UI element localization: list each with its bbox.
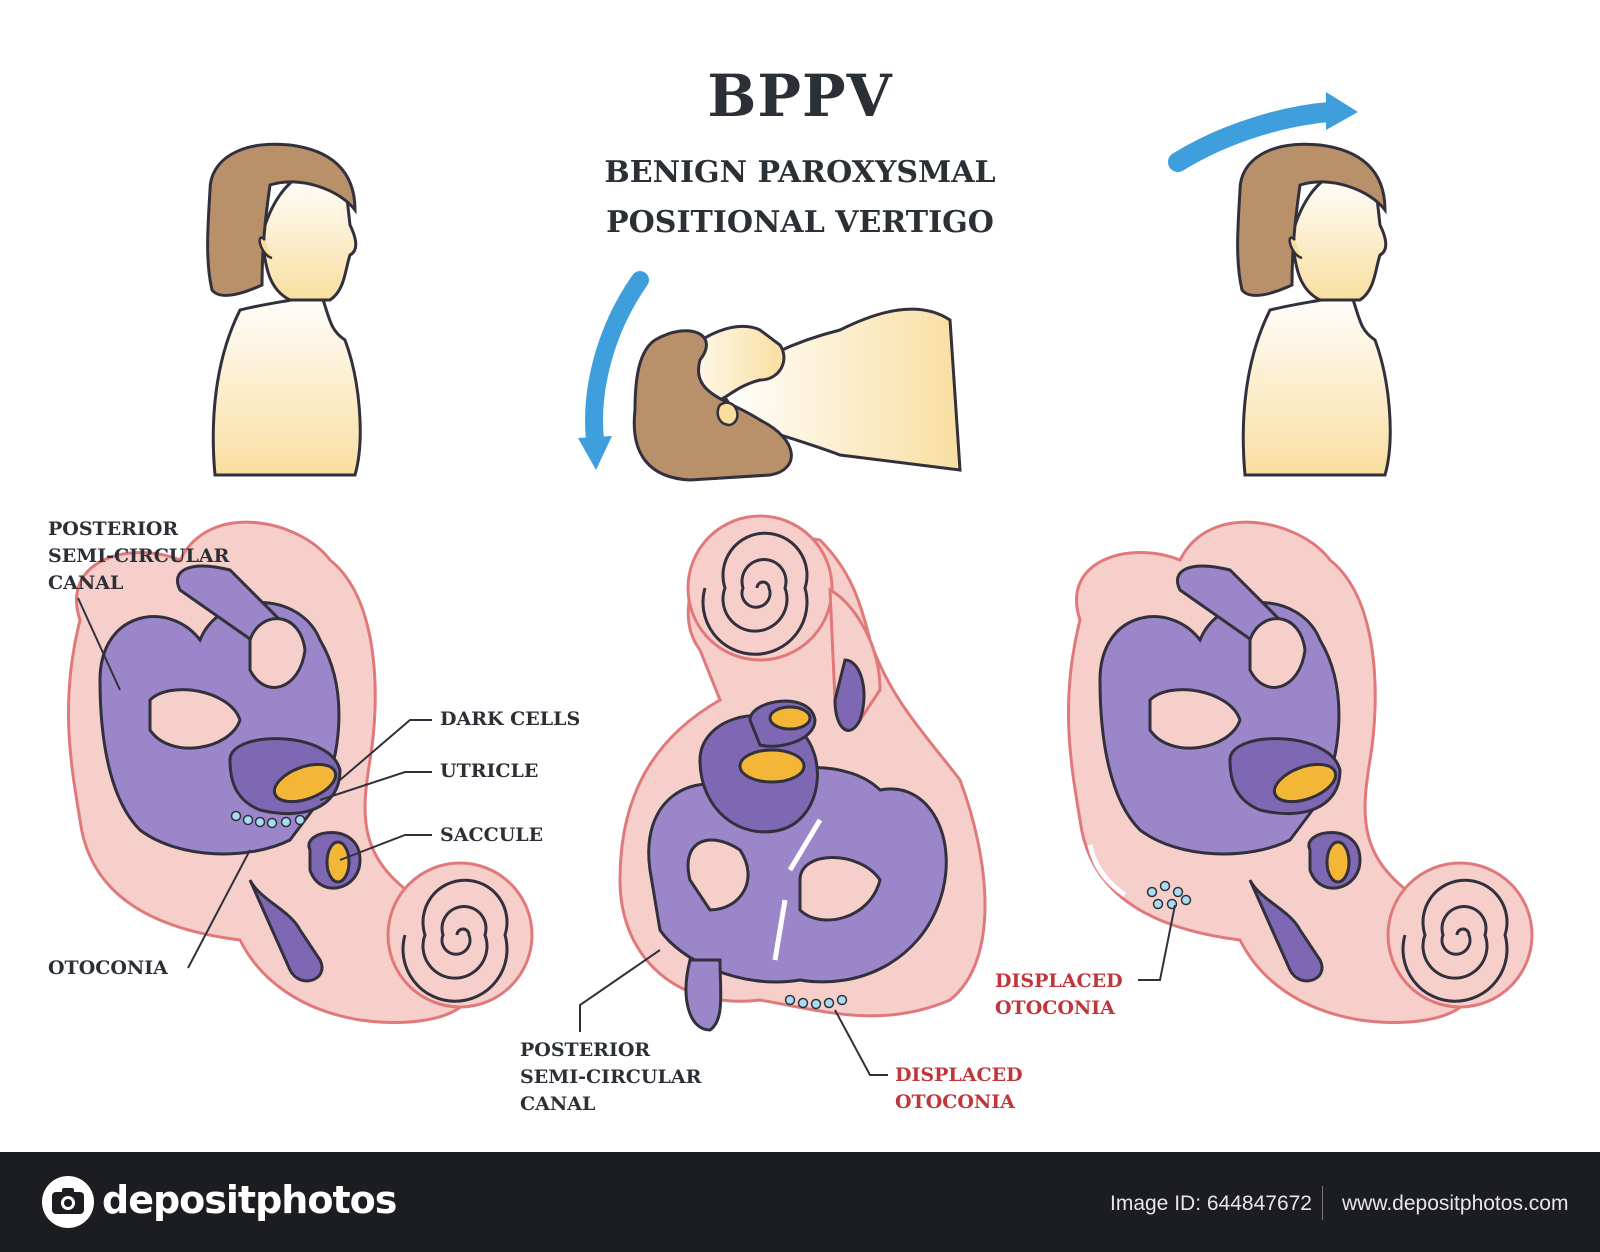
inner-ear-center [618, 514, 987, 1032]
label-posterior-canal-left: POSTERIOR SEMI-CIRCULAR CANAL [48, 518, 230, 594]
brand-name: depositphotos [102, 1178, 397, 1222]
image-id: Image ID: 644847672 [1110, 1192, 1312, 1215]
label-dark-cells: DARK CELLS [440, 708, 581, 730]
watermark-footer: depositphotos Image ID: 644847672 www.de… [0, 1152, 1600, 1252]
footer-divider [1322, 1186, 1323, 1220]
inner-ear-left [66, 520, 534, 1024]
label-saccule: SACCULE [440, 824, 544, 846]
subtitle-line-1: BENIGN PAROXYSMAL [604, 155, 996, 190]
subtitle-line-2: POSITIONAL VERTIGO [606, 205, 994, 240]
label-displaced-otoconia-right: DISPLACED OTOCONIA [995, 970, 1123, 1019]
standing-person-left [206, 142, 362, 477]
camera-logo-icon [42, 1176, 94, 1228]
diagram-canvas: BPPV BENIGN PAROXYSMAL POSITIONAL VERTIG… [0, 62, 1600, 1115]
label-otoconia: OTOCONIA [48, 957, 168, 979]
leader-lines [77, 597, 1176, 1076]
label-displaced-otoconia-center: DISPLACED OTOCONIA [895, 1064, 1023, 1113]
illustration [66, 92, 1534, 1076]
label-utricle: UTRICLE [440, 760, 539, 782]
inner-ear-right [1066, 520, 1534, 1024]
standing-person-right [1168, 92, 1392, 477]
lying-person [578, 271, 962, 482]
diagram-title: BPPV [707, 62, 893, 130]
diagram-subtitle: BENIGN PAROXYSMAL POSITIONAL VERTIGO [0, 148, 1600, 248]
label-posterior-canal-center: POSTERIOR SEMI-CIRCULAR CANAL [520, 1039, 702, 1115]
website-link[interactable]: www.depositphotos.com [1342, 1192, 1569, 1215]
